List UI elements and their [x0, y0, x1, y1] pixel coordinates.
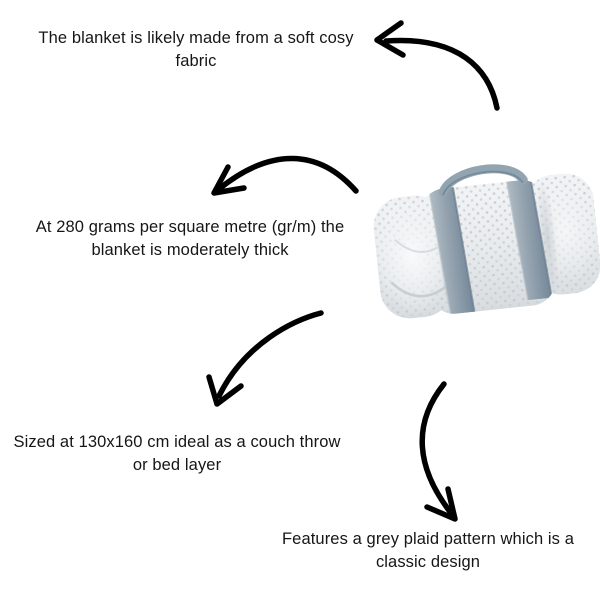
annotation-size-line2: or bed layer [132, 456, 222, 474]
blanket-handle [438, 164, 528, 197]
annotation-size-line1: Sized at 130x160 cm ideal as a couch thr… [13, 433, 341, 451]
blanket-strap-left [427, 183, 477, 321]
annotation-pattern-line1: Features a grey plaid pattern which is a [282, 530, 574, 548]
annotation-pattern: Features a grey plaid pattern which is a… [248, 528, 600, 574]
annotation-weight-line2: blanket is moderately thick [91, 241, 289, 259]
annotation-fabric: The blanket is likely made from a soft c… [16, 27, 376, 73]
annotation-weight: At 280 grams per square metre (gr/m) the… [10, 216, 370, 262]
blanket-roll [370, 170, 600, 322]
curved-arrow-size-icon [206, 310, 324, 407]
curved-arrow-fabric-icon [374, 20, 500, 111]
product-photo-blanket [370, 164, 600, 322]
annotation-fabric-line2: fabric [175, 52, 217, 70]
curved-arrow-weight-icon [211, 155, 359, 196]
annotation-fabric-line1: The blanket is likely made from a soft c… [38, 29, 354, 47]
annotation-pattern-line2: classic design [375, 553, 481, 571]
curved-arrow-pattern-icon [419, 381, 458, 522]
annotation-size: Sized at 130x160 cm ideal as a couch thr… [0, 431, 357, 477]
blanket-strap-right [505, 173, 553, 301]
annotation-weight-line1: At 280 grams per square metre (gr/m) the [35, 218, 345, 236]
